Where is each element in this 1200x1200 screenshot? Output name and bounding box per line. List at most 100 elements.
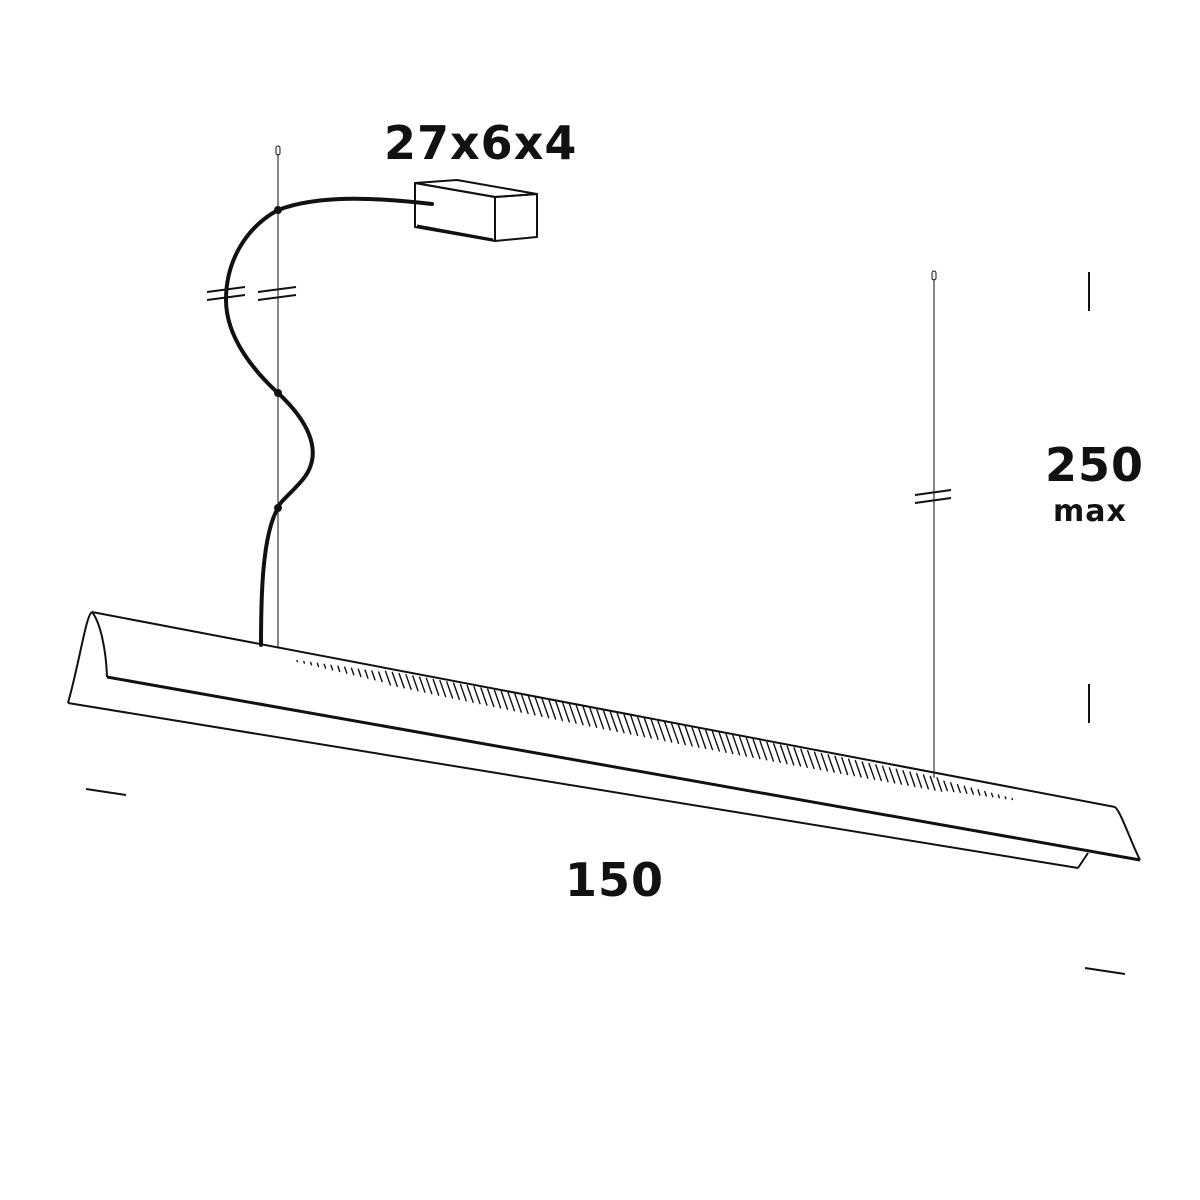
vent-slot bbox=[950, 782, 955, 793]
vent-slot bbox=[854, 759, 862, 778]
vent-slot bbox=[813, 751, 822, 771]
vent-slot bbox=[405, 674, 412, 690]
vent-slot bbox=[691, 726, 700, 748]
power-cable bbox=[223, 196, 434, 647]
vent-slot bbox=[561, 702, 570, 723]
vent-slot bbox=[582, 705, 591, 727]
vent-slot bbox=[922, 774, 929, 790]
vent-slot bbox=[807, 750, 815, 770]
dimension-ticks bbox=[85, 272, 1126, 975]
vent-slot bbox=[861, 761, 869, 779]
vent-slot bbox=[541, 698, 550, 719]
vent-slot bbox=[916, 772, 923, 789]
vent-slot bbox=[323, 663, 327, 669]
vent-slot bbox=[623, 713, 632, 735]
vent-slot bbox=[847, 758, 856, 777]
vent-slot bbox=[357, 668, 362, 678]
driver-box-side bbox=[494, 193, 538, 242]
driver-box bbox=[414, 179, 538, 242]
vent-slot bbox=[330, 664, 334, 671]
vent-slot bbox=[446, 681, 454, 699]
vent-slot bbox=[664, 721, 673, 743]
vent-slot bbox=[800, 748, 808, 768]
vent-slot bbox=[507, 692, 516, 712]
vent-slot bbox=[704, 729, 714, 751]
vent-slot bbox=[759, 740, 768, 761]
lamp-lower-front-edge bbox=[67, 702, 1079, 869]
length-tick-left bbox=[85, 788, 127, 796]
vent-slot bbox=[466, 684, 474, 703]
vent-slot bbox=[875, 764, 882, 782]
vent-slot bbox=[412, 675, 419, 692]
vent-slot bbox=[773, 743, 781, 763]
vent-slot bbox=[677, 723, 686, 746]
vent-slot bbox=[909, 771, 916, 788]
vent-slot bbox=[534, 697, 543, 717]
vent-slot bbox=[888, 767, 896, 784]
vent-slot bbox=[868, 762, 876, 780]
vent-slot bbox=[364, 669, 369, 679]
vent-slot bbox=[378, 671, 383, 683]
vent-slot bbox=[418, 676, 426, 693]
vent-slot bbox=[738, 736, 748, 757]
vent-slot bbox=[684, 725, 693, 747]
vent-slot bbox=[943, 780, 948, 792]
vent-slot bbox=[555, 700, 564, 722]
vent-slot bbox=[984, 790, 987, 797]
vent-slot bbox=[956, 783, 961, 794]
vent-slot bbox=[990, 792, 994, 798]
vent-slot bbox=[459, 683, 467, 702]
vent-slot bbox=[452, 682, 460, 701]
break-marks bbox=[206, 286, 952, 504]
vent-slot bbox=[568, 703, 577, 724]
cable-clips bbox=[274, 206, 282, 512]
vent-slot bbox=[841, 757, 849, 776]
vent-slot bbox=[439, 680, 447, 698]
vent-slot bbox=[521, 694, 529, 715]
vent-slot bbox=[303, 660, 306, 664]
vent-slot bbox=[779, 744, 788, 765]
lamp-body bbox=[67, 611, 1141, 869]
vent-slot bbox=[732, 734, 741, 756]
length-tick-right bbox=[1084, 967, 1126, 975]
vent-slot bbox=[616, 712, 625, 734]
vent-slot bbox=[514, 693, 522, 713]
vent-slot bbox=[793, 747, 802, 767]
vent-slot bbox=[936, 777, 943, 792]
vent-slot bbox=[929, 775, 936, 791]
vent-slot bbox=[344, 666, 348, 674]
vent-slot bbox=[902, 770, 909, 786]
vent-slot bbox=[820, 752, 829, 772]
lamp-left-end bbox=[67, 611, 93, 704]
driver-box-dimensions-label: 27x6x4 bbox=[384, 116, 578, 170]
vent-slot bbox=[670, 722, 680, 744]
vent-slot bbox=[711, 730, 720, 752]
vent-slot bbox=[745, 737, 754, 758]
vent-slot bbox=[881, 765, 889, 783]
ventilation-slots bbox=[296, 659, 1014, 801]
vent-slot bbox=[371, 670, 376, 681]
vent-slot bbox=[786, 745, 795, 766]
vent-slot bbox=[698, 727, 707, 750]
height-max-label: max bbox=[1053, 494, 1127, 529]
vent-slot bbox=[316, 662, 320, 668]
left-wire-anchor bbox=[275, 145, 281, 156]
right-wire-anchor bbox=[931, 270, 937, 281]
vent-slot bbox=[309, 661, 313, 666]
vent-slot bbox=[425, 677, 433, 695]
lamp-top-edge bbox=[91, 611, 1116, 808]
vent-slot bbox=[589, 707, 598, 728]
vent-slot bbox=[575, 704, 584, 726]
vent-slot bbox=[725, 733, 734, 755]
lamp-left-inner bbox=[91, 611, 108, 678]
vent-slot bbox=[500, 690, 509, 710]
vent-slot bbox=[480, 687, 488, 706]
vent-slot bbox=[963, 785, 968, 794]
vent-slot bbox=[432, 678, 440, 696]
vent-slot bbox=[398, 672, 405, 689]
vent-slot bbox=[636, 716, 646, 738]
height-dimension-label: 250 bbox=[1045, 438, 1145, 492]
vent-slot bbox=[997, 794, 1000, 799]
lamp-bottom-step bbox=[1077, 852, 1089, 869]
